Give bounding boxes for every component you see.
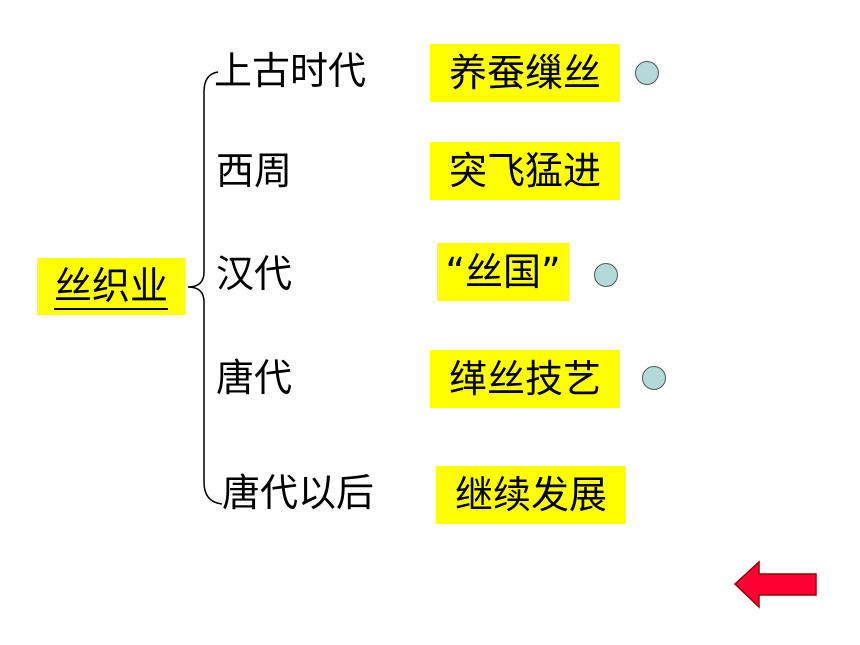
circle-marker-icon: [635, 61, 659, 85]
root-node: 丝织业: [37, 258, 185, 315]
desc-box-handai: “丝国”: [437, 243, 569, 301]
root-label: 丝织业: [53, 264, 168, 310]
era-label-tangdai-yihou: 唐代以后: [222, 471, 375, 515]
era-label-shanggu: 上古时代: [214, 49, 367, 93]
circle-marker-icon: [594, 263, 618, 287]
era-label-tangdai: 唐代: [216, 356, 293, 400]
era-label-xizhou: 西周: [216, 149, 293, 193]
desc-box-xizhou: 突飞猛进: [430, 142, 620, 200]
desc-box-tangdai-yihou: 继续发展: [436, 466, 626, 524]
era-label-handai: 汉代: [216, 252, 293, 296]
circle-marker-icon: [642, 366, 666, 390]
desc-box-tangdai: 缂丝技艺: [430, 350, 620, 408]
back-arrow-icon[interactable]: [732, 560, 820, 610]
desc-box-shanggu: 养蚕缫丝: [430, 44, 620, 102]
